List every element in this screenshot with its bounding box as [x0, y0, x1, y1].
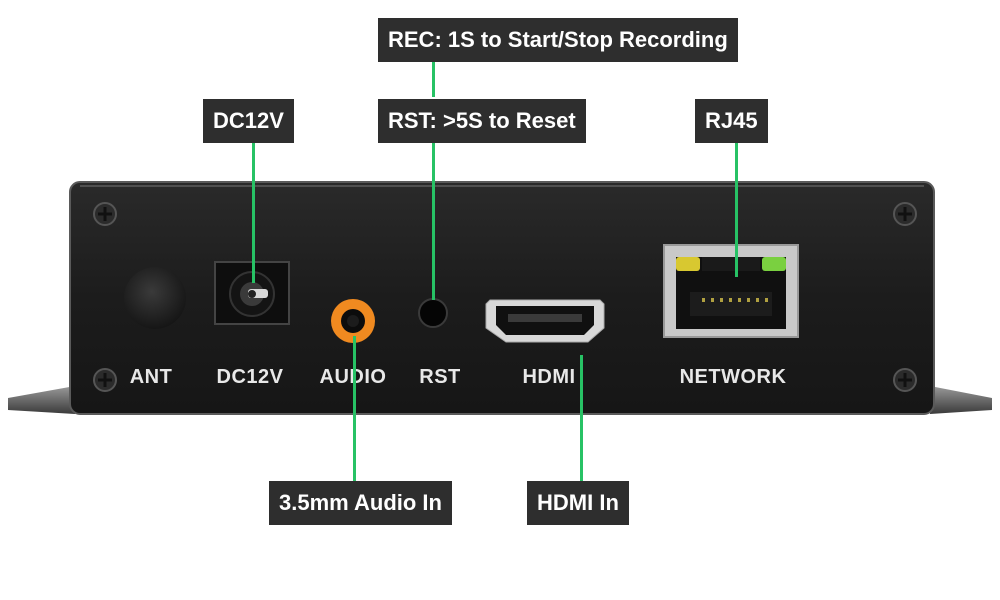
mounting-flange-left: [8, 386, 75, 414]
leader-line-audio: [353, 336, 356, 482]
leader-line-rec: [432, 62, 435, 97]
audio-jack: [331, 299, 375, 343]
callout-rst: RST: >5S to Reset: [378, 99, 586, 143]
callout-hdmi-in: HDMI In: [527, 481, 629, 525]
device-panel: [69, 181, 935, 415]
mounting-flange-right: [930, 386, 992, 414]
callout-rj45: RJ45: [695, 99, 768, 143]
panel-label-network: NETWORK: [680, 366, 787, 388]
callout-rec: REC: 1S to Start/Stop Recording: [378, 18, 738, 62]
reset-button-hole: [418, 298, 448, 328]
antenna-cap: [124, 267, 186, 329]
leader-line-hdmi: [580, 355, 583, 482]
panel-label-hdmi: HDMI: [522, 366, 575, 388]
callout-dc: DC12V: [203, 99, 294, 143]
screw-icon: [93, 202, 117, 226]
leader-line-rst: [432, 143, 435, 300]
callout-audio-in: 3.5mm Audio In: [269, 481, 452, 525]
panel-label-dc: DC12V: [217, 366, 284, 388]
hdmi-port: [485, 299, 605, 343]
panel-label-audio: AUDIO: [320, 366, 387, 388]
panel-label-ant: ANT: [130, 366, 173, 388]
rj45-port: [663, 244, 799, 338]
leader-line-dc: [252, 143, 255, 283]
screw-icon: [93, 368, 117, 392]
screw-icon: [893, 202, 917, 226]
screw-icon: [893, 368, 917, 392]
panel-label-rst: RST: [419, 366, 461, 388]
dc-power-jack: [214, 261, 290, 325]
leader-line-rj45: [735, 143, 738, 277]
